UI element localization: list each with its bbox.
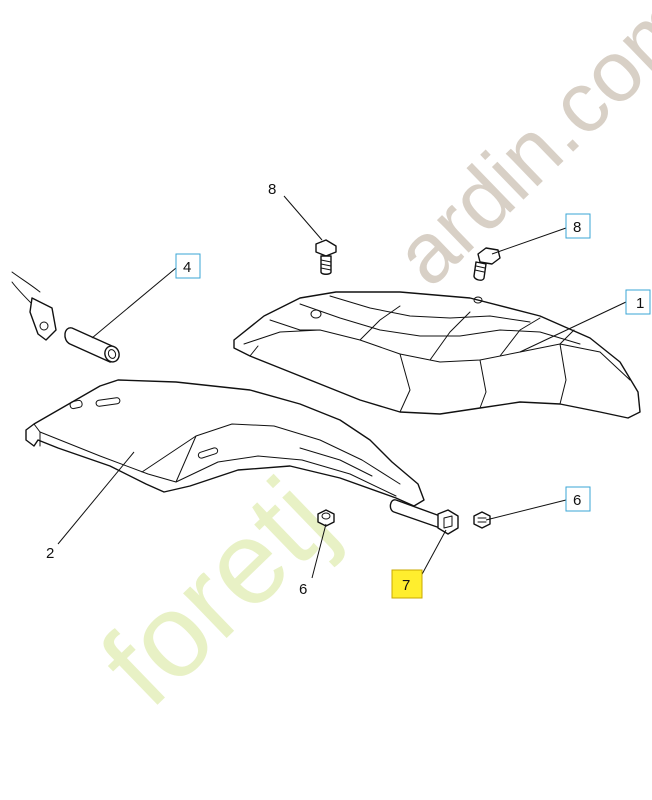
callout-box-8 xyxy=(565,213,591,239)
callout-1: 1 xyxy=(636,295,644,312)
callout-4: 4 xyxy=(183,259,191,276)
callout-6-right: 6 xyxy=(573,492,581,509)
callout-8-boxed: 8 xyxy=(573,219,581,236)
callout-box-6-right xyxy=(565,486,591,512)
callout-box-1 xyxy=(625,289,651,315)
callout-8-top: 8 xyxy=(268,181,276,198)
nut-right-part xyxy=(473,511,491,529)
cover-part xyxy=(233,291,641,419)
callout-box-7-highlighted xyxy=(391,569,423,599)
nut-bottom-part xyxy=(317,509,335,527)
leader-lines xyxy=(57,195,627,579)
callout-7: 7 xyxy=(402,577,410,594)
bolt-right-part xyxy=(473,247,501,281)
bolt-top-part xyxy=(315,239,337,275)
long-bolt-part xyxy=(389,499,459,535)
hitch-rod-part xyxy=(11,271,57,341)
callout-box-4 xyxy=(175,253,201,279)
spacer-tube-part xyxy=(64,327,120,363)
watermark-text-grey: ardin.com xyxy=(377,0,652,304)
callout-6-bottom: 6 xyxy=(299,581,307,598)
deflector-plate-part xyxy=(25,379,425,507)
callout-2: 2 xyxy=(46,545,54,562)
watermark-text-green: foretj xyxy=(76,454,356,731)
